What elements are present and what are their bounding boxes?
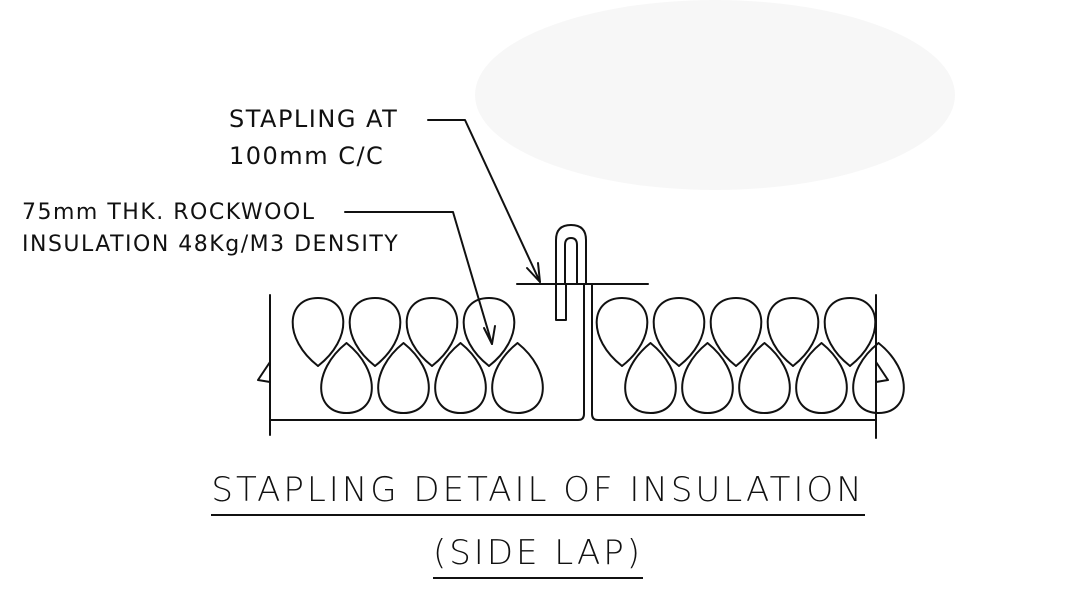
insulation-loop: [405, 297, 459, 367]
staple: [555, 224, 587, 321]
left-blanket-edge-notch: [257, 361, 271, 383]
stapling-label-line2: 100mm C/C: [229, 142, 385, 170]
insulation-loop: [348, 297, 402, 367]
insulation-loop: [852, 342, 905, 414]
stapling-label-line1: STAPLING AT: [229, 105, 399, 133]
background-smudge: [475, 0, 955, 190]
insulation-loop: [766, 297, 820, 367]
insulation-loop: [795, 342, 848, 414]
stapling-leader: [427, 119, 541, 283]
insulation-loop: [462, 297, 516, 367]
insulation-loop: [377, 342, 430, 414]
drawing-title: STAPLING DETAIL OF INSULATION: [0, 470, 1076, 516]
stapling-arrowhead: [526, 262, 541, 283]
insulation-loop: [823, 297, 877, 367]
insulation-loop: [320, 342, 373, 414]
insulation-loop: [709, 297, 763, 367]
drawing-title-text: STAPLING DETAIL OF INSULATION: [211, 470, 865, 516]
insulation-loop: [738, 342, 791, 414]
right-wave-pattern: [595, 297, 905, 414]
insulation-arrowhead: [483, 325, 496, 345]
insulation-loop: [624, 342, 677, 414]
insulation-leader: [344, 211, 493, 345]
insulation-label-line2: INSULATION 48Kg/M3 DENSITY: [22, 232, 400, 257]
right-blanket-edge-notch: [875, 361, 889, 383]
insulation-loop: [491, 342, 544, 414]
insulation-loop: [434, 342, 487, 414]
insulation-loop: [681, 342, 734, 414]
left-insulation-blanket: [257, 284, 585, 436]
leader-lines: [344, 119, 541, 345]
left-wave-pattern: [291, 297, 544, 414]
drawing-subtitle-text: (SIDE LAP): [432, 533, 644, 579]
insulation-loop: [652, 297, 706, 367]
right-insulation-blanket: [591, 284, 905, 439]
insulation-loop: [291, 297, 345, 367]
insulation-loop: [595, 297, 649, 367]
insulation-label-line1: 75mm THK. ROCKWOOL: [22, 200, 316, 225]
drawing-subtitle: (SIDE LAP): [0, 533, 1076, 579]
